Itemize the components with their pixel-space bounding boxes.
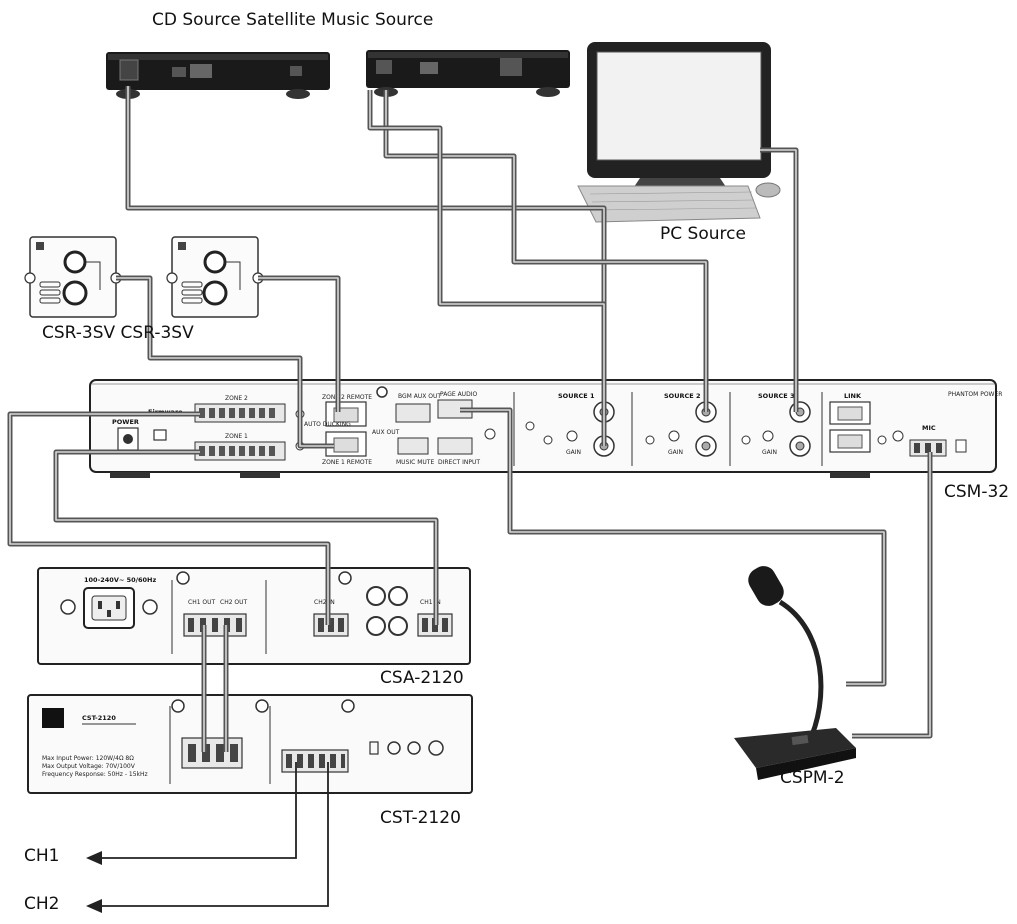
csa-ch1-out-label: CH1 OUT [188,599,216,606]
cspm-2-paging-mic [734,566,856,780]
cst-spec-line-3: Frequency Response: 50Hz - 15kHz [42,771,148,778]
csm-32-label: CSM-32 [944,482,1010,502]
cd-player [106,52,330,99]
csm-zone1-label: ZONE 1 [225,433,248,440]
cst-brand-label: CST-2120 [82,714,116,722]
csm-auto-ducking-label: AUTO DUCKING [304,421,351,428]
csm-gain-label-3: GAIN [762,449,777,456]
csm-aux-out-label: AUX OUT [372,429,400,436]
cd-satellite-source-label: CD Source Satellite Music Source [152,10,434,30]
csm-link-label: LINK [844,392,862,400]
csa-ch2-out-label: CH2 OUT [220,599,248,606]
cables [7,86,933,752]
csr-3sv-label: CSR-3SV CSR-3SV [42,323,194,343]
csm-zone2-remote-label: ZONE 2 REMOTE [322,394,372,401]
ch2-label: CH2 [24,894,60,914]
csa-ch1-in-label: CH1 IN [420,599,441,606]
pc-source-label: PC Source [660,224,746,244]
csm-page-audio-label: PAGE AUDIO [440,391,477,398]
csm-gain-label-2: GAIN [668,449,683,456]
csm-source2-label: SOURCE 2 [664,392,701,400]
csm-gain-label-1: GAIN [566,449,581,456]
cst-2120-transformer: CST-2120 Max Input Power: 120W/4Ω 8Ω Max… [27,694,473,794]
csm-phantom-label: PHANTOM POWER [948,391,1002,398]
csm-source3-label: SOURCE 3 [758,392,795,400]
cst-spec-line-1: Max Input Power: 120W/4Ω 8Ω [42,755,134,762]
ch1-label: CH1 [24,846,60,866]
csa-2120-label: CSA-2120 [380,668,464,688]
csm-zone2-label: ZONE 2 [225,395,248,402]
csm-direct-input-label: DIRECT INPUT [438,459,480,466]
csm-music-mute-label: MUSIC MUTE [396,459,434,466]
csm-power-label: POWER [112,418,139,426]
csr-3sv-remote-2 [166,236,264,318]
csm-32-mixer [89,379,997,478]
cst-2120-label: CST-2120 [380,808,461,828]
output-lines [86,762,329,913]
pc-computer [577,42,781,223]
cspm-2-label: CSPM-2 [780,768,845,788]
satellite-music-source [366,50,570,97]
csa-2120-amplifier: 100-240V~ 50/60Hz CH1 OUT CH2 OUT CH2 IN… [37,567,471,665]
csa-ch2-in-label: CH2 IN [314,599,335,606]
csm-mic-label: MIC [922,424,936,432]
csm-bgm-aux-out-label: BGM AUX OUT [398,393,441,400]
csa-voltage-label: 100-240V~ 50/60Hz [84,576,156,584]
csm-zone1-remote-label: ZONE 1 REMOTE [322,459,372,466]
csr-3sv-remote-1 [24,236,122,318]
cst-spec-line-2: Max Output Voltage: 70V/100V [42,763,136,770]
csm-source1-label: SOURCE 1 [558,392,595,400]
